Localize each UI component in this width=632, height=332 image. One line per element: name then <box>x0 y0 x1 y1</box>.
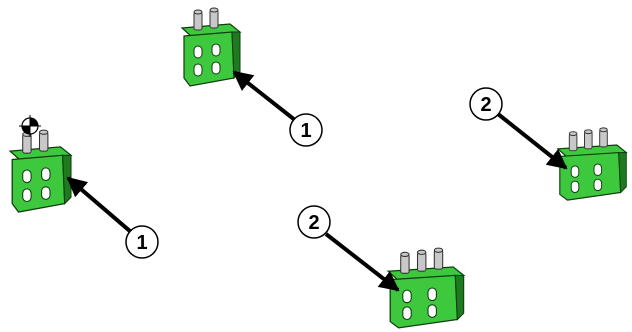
callout-1a-label: 1 <box>300 120 311 142</box>
callout-1b: 1 <box>125 225 159 259</box>
arrow-2a <box>496 112 568 170</box>
callout-2b-label: 2 <box>308 212 319 234</box>
bracket-part-right <box>557 127 627 201</box>
bracket-part-bottom <box>387 247 465 329</box>
callout-2a: 2 <box>469 87 503 121</box>
callout-2b: 2 <box>297 205 331 239</box>
callout-1b-label: 1 <box>136 232 147 254</box>
callout-1a: 1 <box>289 113 323 147</box>
bracket-part-left <box>9 129 72 213</box>
arrow-1b <box>66 176 140 240</box>
arrow-2b <box>324 232 400 292</box>
arrow-1a <box>232 70 302 126</box>
rotate-cursor-icon <box>19 115 41 137</box>
callout-2a-label: 2 <box>480 94 491 116</box>
bracket-part-top <box>181 7 241 87</box>
